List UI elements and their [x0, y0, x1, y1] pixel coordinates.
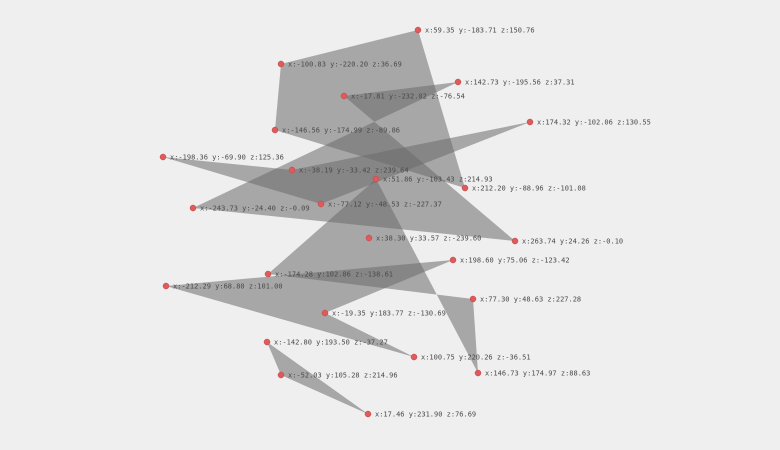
- vertex-point-v16: [264, 270, 272, 278]
- vertex-point-v3: [454, 78, 462, 86]
- vertex-label-v16: x:-174.28 y:102.06 z:-138.61: [275, 271, 393, 279]
- vertex-point-v19: [321, 309, 329, 317]
- vertex-label-v5: x:174.32 y:-102.06 z:130.55: [537, 119, 651, 127]
- vertex-label-v1: x:59.35 y:-183.71 z:150.76: [425, 27, 535, 35]
- vertex-point-v18: [469, 295, 477, 303]
- polygon-6: [267, 342, 368, 414]
- vertex-point-v21: [410, 353, 418, 361]
- vertex-point-v9: [372, 175, 380, 183]
- vertex-point-v4: [340, 92, 348, 100]
- vertex-label-v22: x:-52.03 y:105.28 z:214.96: [288, 372, 398, 380]
- vertex-label-v9: x:51.86 y:-103.43 z:214.93: [383, 176, 493, 184]
- vertex-point-v20: [263, 338, 271, 346]
- vertex-label-v4: x:-17.81 y:-232.02 z:-76.54: [351, 93, 465, 101]
- vertex-label-v21: x:100.75 y:220.26 z:-36.51: [421, 354, 531, 362]
- vertex-label-v7: x:-198.36 y:-69.90 z:125.36: [170, 154, 284, 162]
- vertex-layer: x:59.35 y:-183.71 z:150.76 x:-100.83 y:-2…: [159, 26, 651, 419]
- polygon-3: [193, 82, 515, 241]
- vertex-label-v3: x:142.73 y:-195.56 z:37.31: [465, 79, 575, 87]
- vertex-point-v23: [474, 369, 482, 377]
- vertex-point-v2: [277, 60, 285, 68]
- vertex-label-v8: x:-38.19 y:-33.42 z:239.64: [299, 167, 409, 175]
- vertex-point-v24: [364, 410, 372, 418]
- vertex-label-v6: x:-146.56 y:-174.99 z:-89.86: [282, 127, 400, 135]
- vertex-label-v15: x:198.60 y:75.06 z:-123.42: [460, 257, 570, 265]
- vertex-point-v10: [461, 184, 469, 192]
- vertex-label-v18: x:77.30 y:48.63 z:227.28: [480, 296, 581, 304]
- vertex-label-v2: x:-100.83 y:-220.20 z:36.69: [288, 61, 402, 69]
- vertex-point-v13: [365, 234, 373, 242]
- vertex-label-v12: x:-77.12 y:-48.53 z:-227.37: [328, 201, 442, 209]
- vertex-point-v8: [288, 166, 296, 174]
- polygon-5: [268, 179, 478, 373]
- vertex-point-v5: [526, 118, 534, 126]
- vertex-point-v15: [449, 256, 457, 264]
- vertex-point-v12: [317, 200, 325, 208]
- vertex-point-v17: [162, 282, 170, 290]
- vertex-label-v20: x:-142.80 y:193.50 z:-37.27: [274, 339, 388, 347]
- vertex-point-v1: [414, 26, 422, 34]
- vertex-label-v19: x:-19.35 y:183.77 z:-130.69: [332, 310, 446, 318]
- polygon-layer: [163, 30, 530, 414]
- vertex-label-v24: x:17.46 y:231.90 z:76.69: [375, 411, 476, 419]
- vertex-label-v23: x:146.73 y:174.97 z:88.63: [485, 370, 590, 378]
- vertex-point-v14: [511, 237, 519, 245]
- vertex-point-v11: [189, 204, 197, 212]
- vertex-label-v17: x:-212.29 y:68.80 z:101.00: [173, 283, 283, 291]
- vertex-point-v6: [271, 126, 279, 134]
- vertex-label-v11: x:-243.73 y:-24.40 z:-0.09: [200, 205, 310, 213]
- vertex-point-v22: [277, 371, 285, 379]
- vertex-point-v7: [159, 153, 167, 161]
- vertex-label-v10: x:212.20 y:-88.96 z:-101.08: [472, 185, 586, 193]
- vertex-label-v13: x:38.30 y:33.57 z:-239.60: [376, 235, 481, 243]
- vertex-label-v14: x:263.74 y:24.26 z:-0.10: [522, 238, 623, 246]
